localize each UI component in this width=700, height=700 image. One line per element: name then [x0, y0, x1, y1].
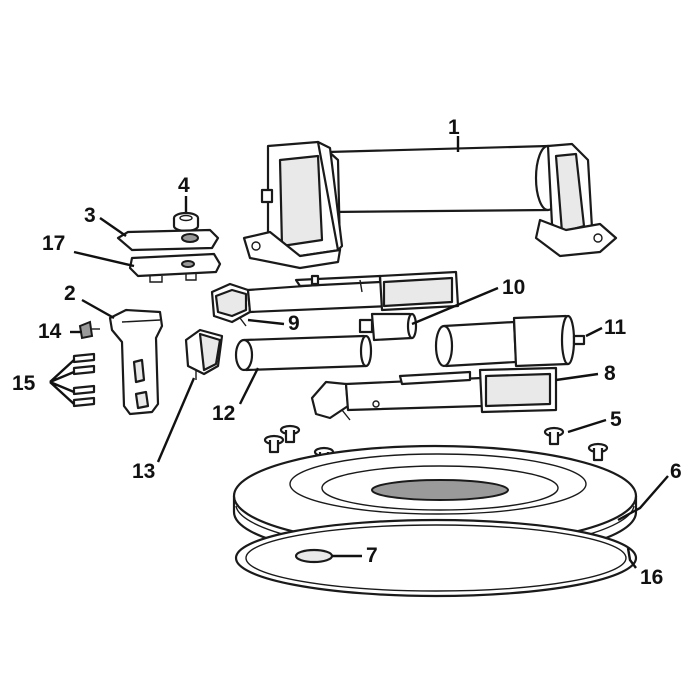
leader-5 [567, 418, 607, 434]
leader-10 [411, 286, 499, 326]
upper-rail-assembly [246, 270, 460, 314]
leader-12 [238, 367, 260, 405]
callout-6: 6 [670, 460, 682, 483]
callout-1: 1 [448, 116, 460, 139]
callout-12: 12 [212, 402, 235, 425]
leader-13 [156, 377, 196, 463]
leader-9 [247, 318, 285, 326]
part-2-bracket [108, 308, 164, 416]
part-13-block [184, 328, 224, 380]
callout-7: 7 [366, 544, 378, 567]
leader-lines [49, 136, 669, 569]
part-7-disc [294, 548, 334, 564]
callout-15: 15 [12, 372, 36, 395]
callout-8: 8 [604, 362, 616, 385]
callout-9: 9 [288, 312, 300, 335]
callout-17: 17 [42, 232, 65, 255]
leader-8 [555, 372, 599, 382]
leader-16 [626, 547, 637, 569]
part-16-gasket-ring [234, 518, 638, 598]
leader-11 [585, 326, 603, 338]
leader-2 [81, 298, 115, 320]
leader-3 [99, 217, 127, 237]
part-11-motor-cylinder [434, 314, 586, 368]
part-8-lower-rail [310, 366, 558, 421]
callout-11: 11 [604, 316, 627, 339]
part-10-small-cylinder [358, 312, 418, 342]
part-1-tube-housing [242, 140, 618, 270]
part-4-grommet [172, 211, 200, 233]
part-14-screw [70, 320, 100, 340]
callout-3: 3 [84, 204, 96, 227]
part-3-cover-plate [116, 228, 220, 252]
callout-14: 14 [38, 320, 62, 343]
leader-17 [73, 250, 135, 268]
part-15-bolts [72, 352, 96, 408]
callout-2: 2 [64, 282, 76, 305]
callout-10: 10 [502, 276, 525, 299]
part-17-gasket-plate [128, 252, 222, 283]
callout-5: 5 [610, 408, 622, 431]
leader-6 [617, 475, 669, 522]
callout-13: 13 [132, 460, 155, 483]
part-9-end-cap [210, 282, 252, 327]
part-12-cylinder [234, 334, 373, 372]
callout-16: 16 [640, 566, 663, 589]
callout-labels: 1 2 3 4 5 6 7 8 9 10 11 12 13 14 15 16 1… [12, 116, 682, 589]
callout-4: 4 [178, 174, 190, 197]
leader-15 [49, 359, 75, 405]
